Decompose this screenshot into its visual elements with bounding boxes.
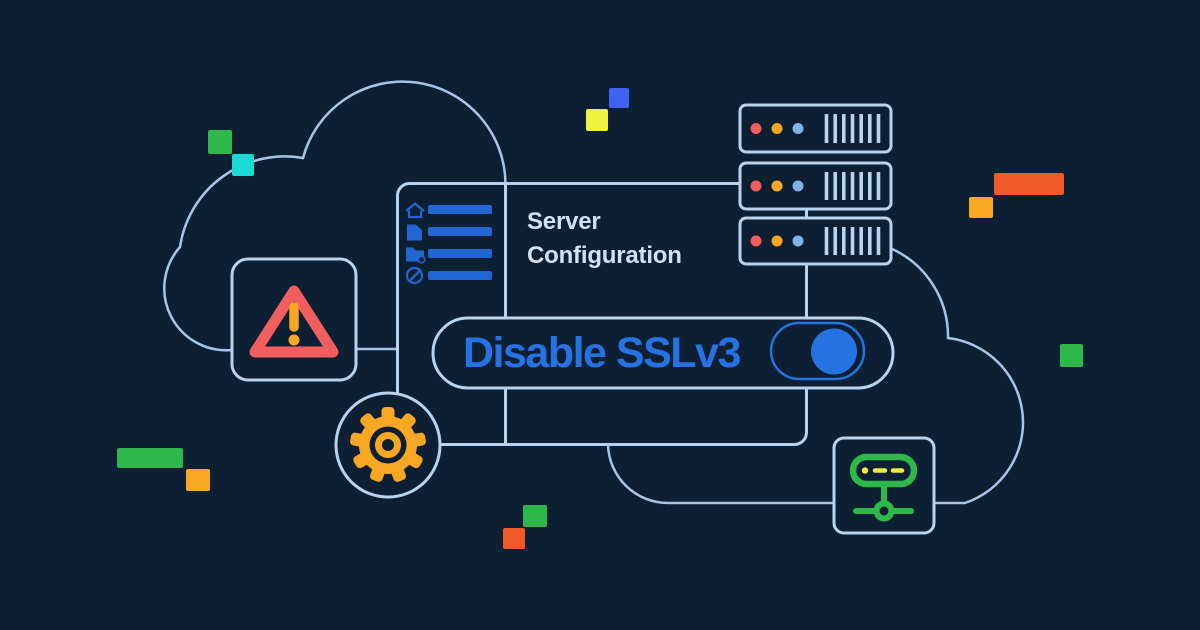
- server-rack-unit: [738, 103, 893, 154]
- config-panel: [396, 182, 808, 446]
- decor-square-green: [208, 130, 232, 154]
- rack-vents: [824, 172, 881, 200]
- panel-title-line2: Configuration: [527, 242, 682, 269]
- panel-title: Server Configuration: [527, 205, 682, 273]
- menu-item-folder[interactable]: [406, 247, 492, 264]
- menu-item-settings[interactable]: [405, 266, 492, 285]
- folder-icon: [406, 247, 426, 264]
- gear-icon: [350, 407, 426, 482]
- left-cloud: [163, 80, 507, 352]
- decor-square-amber: [969, 197, 993, 218]
- decor-square-royal: [609, 88, 629, 108]
- status-leds: [750, 123, 804, 134]
- confetti-squares: [117, 88, 1083, 549]
- toggle-switch[interactable]: [769, 321, 866, 381]
- decor-bar-green: [117, 448, 183, 468]
- right-cloud: [606, 246, 1025, 505]
- network-server-card: [832, 436, 936, 535]
- rack-vents: [824, 114, 881, 143]
- server-rack-unit: [738, 216, 893, 266]
- menu-item-file[interactable]: [407, 224, 492, 241]
- server-rack-unit: [738, 161, 893, 211]
- decor-bar-orange: [994, 173, 1064, 195]
- gear-badge: [334, 391, 442, 499]
- sidebar-menu: [405, 202, 492, 285]
- decor-square-amber: [186, 469, 210, 491]
- warning-card: [230, 257, 358, 382]
- decor-square-green: [523, 505, 547, 527]
- decor-square-cyan: [232, 154, 254, 176]
- toggle-knob: [811, 328, 857, 375]
- status-leds: [750, 235, 804, 247]
- setting-label: Disable SSLv3: [463, 329, 741, 377]
- status-leds: [750, 180, 804, 192]
- panel-title-line1: Server: [527, 208, 601, 235]
- decor-square-yellow: [586, 109, 608, 131]
- decor-square-green: [1060, 344, 1083, 367]
- warning-triangle-icon: [249, 285, 339, 358]
- home-icon: [405, 202, 425, 219]
- rack-vents: [824, 227, 881, 255]
- file-icon: [407, 224, 422, 241]
- network-server-icon: [849, 453, 918, 522]
- menu-item-home[interactable]: [405, 202, 492, 219]
- setting-pill: [431, 316, 895, 390]
- decor-square-orange: [503, 528, 525, 549]
- server-rack-stack: [738, 103, 893, 266]
- settings-icon: [405, 266, 424, 285]
